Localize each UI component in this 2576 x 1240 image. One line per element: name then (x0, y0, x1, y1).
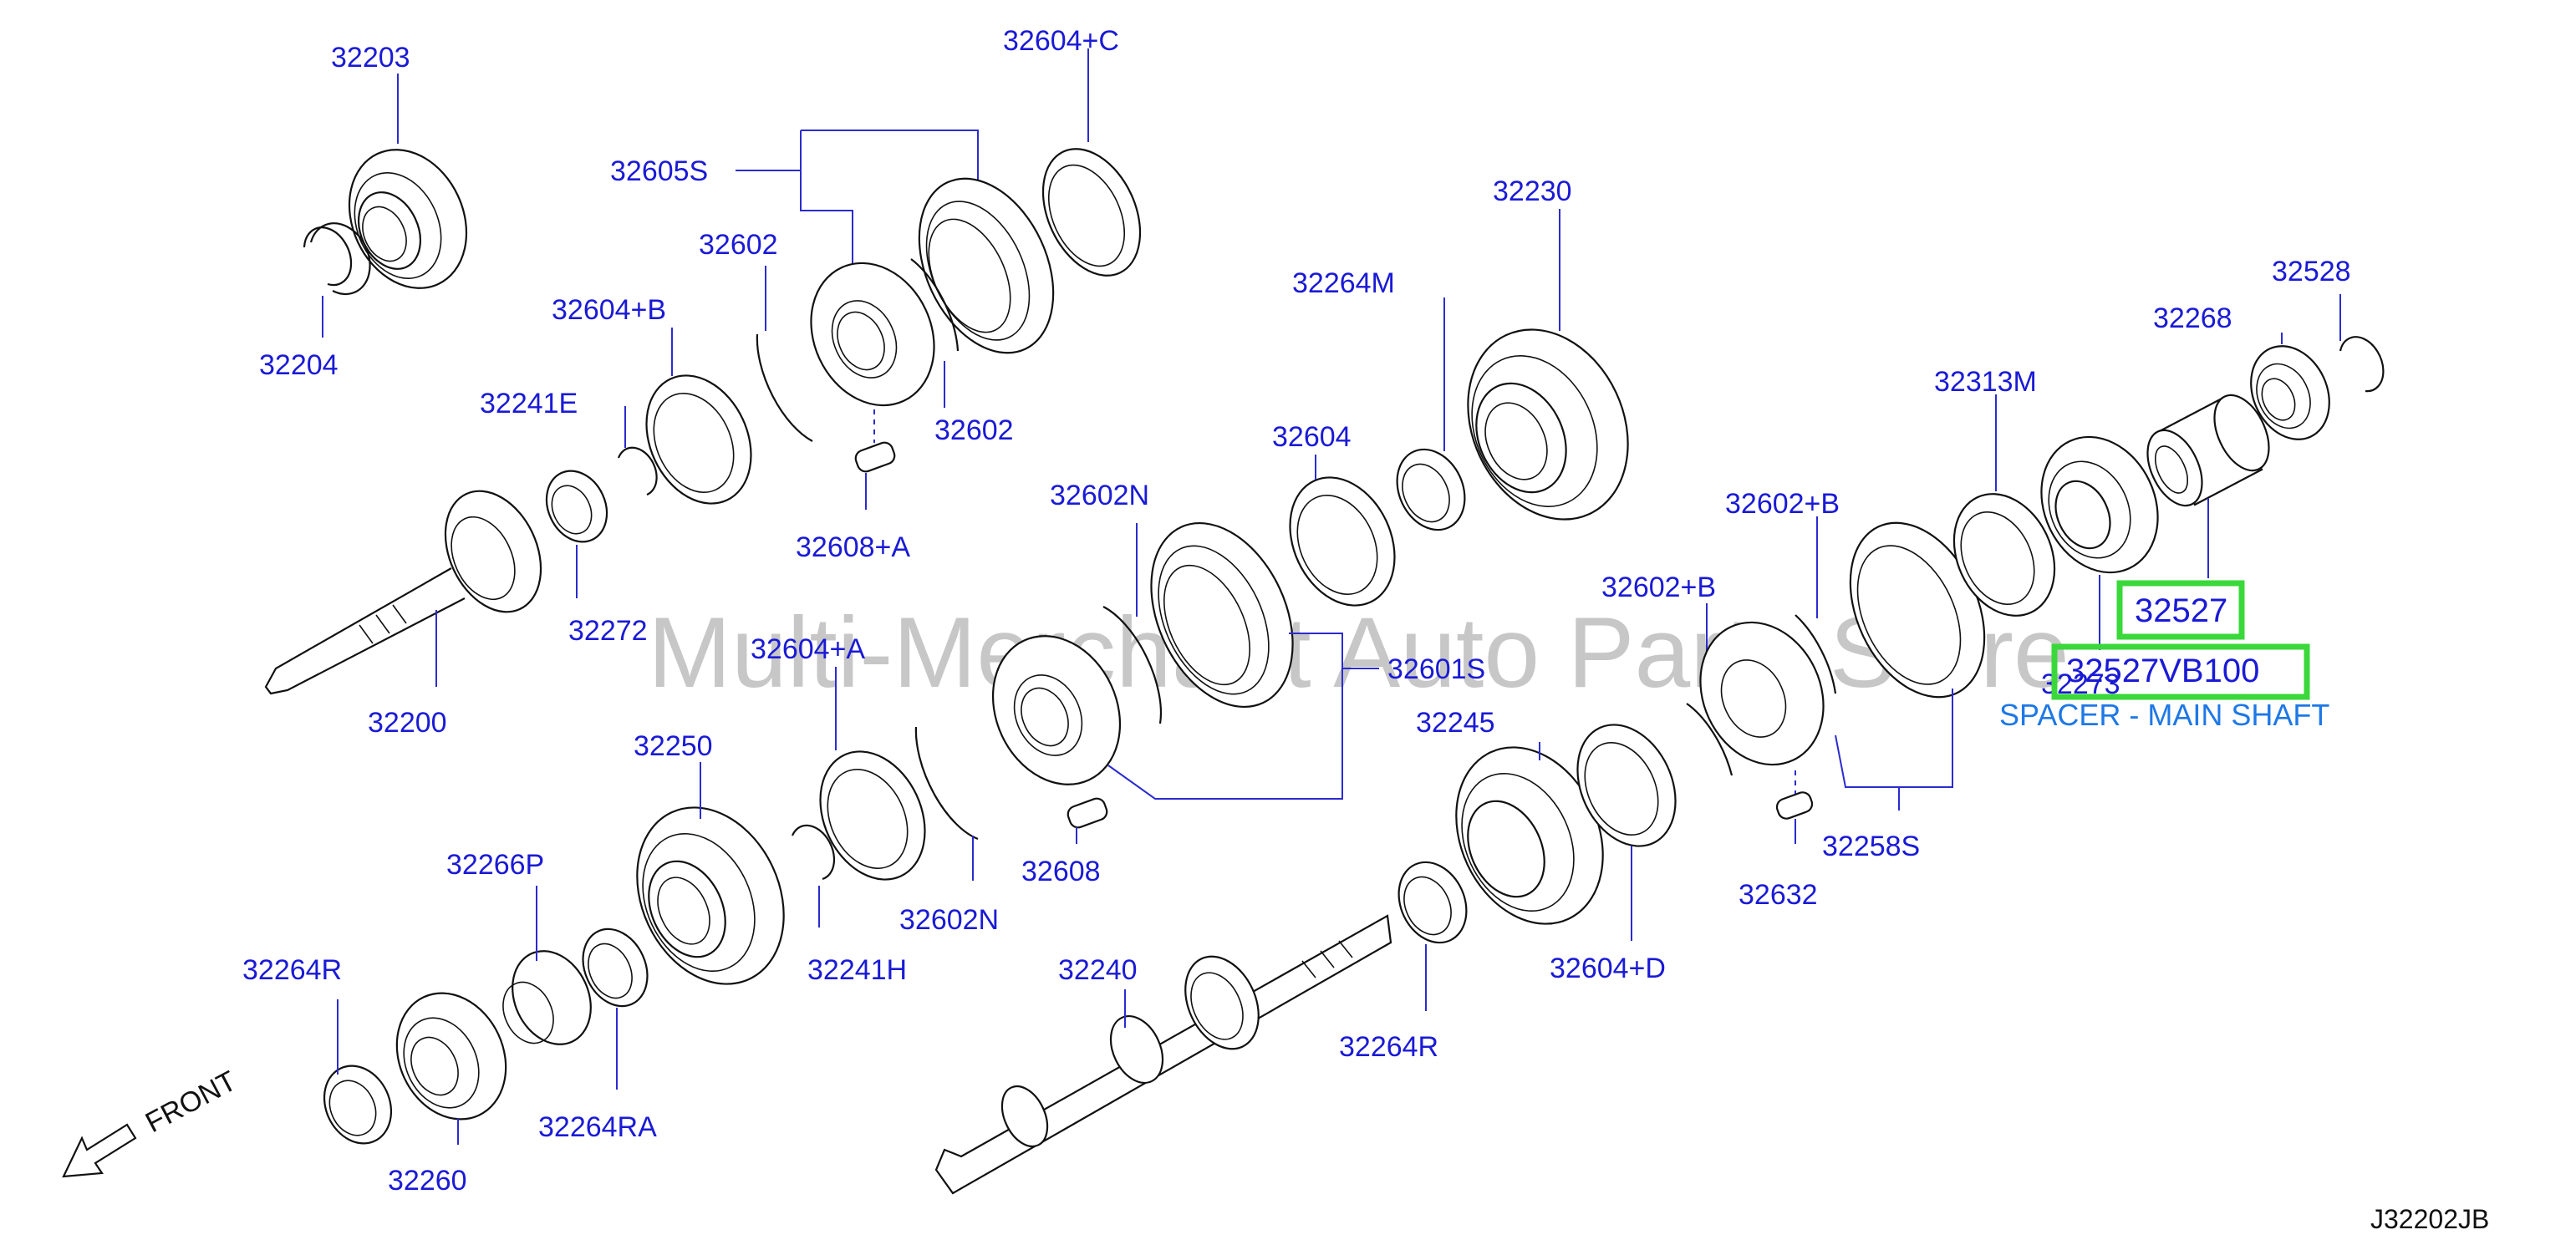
snap-ring-32528[interactable] (2339, 336, 2385, 393)
label-32313M[interactable]: 32313M (1934, 366, 2037, 398)
gear-32260[interactable] (377, 975, 526, 1137)
needle-bearing-32272[interactable] (536, 461, 619, 551)
label-32250[interactable]: 32250 (634, 730, 713, 762)
label-32604D[interactable]: 32604+D (1550, 953, 1666, 984)
coupling-sleeve-right[interactable] (1824, 501, 2010, 719)
label-32264R-bottom[interactable]: 32264R (1339, 1031, 1438, 1063)
label-32528[interactable]: 32528 (2272, 256, 2351, 287)
synchro-hub-upper[interactable] (788, 243, 956, 426)
synchro-ring-32604A[interactable] (801, 734, 945, 897)
label-32604B[interactable]: 32604+B (552, 294, 666, 326)
input-shaft-32200[interactable] (264, 475, 559, 695)
label-32204[interactable]: 32204 (259, 349, 339, 381)
synchro-hub-center[interactable] (970, 615, 1143, 805)
bearing-32273[interactable] (2020, 418, 2180, 592)
label-32241H[interactable]: 32241H (807, 954, 907, 986)
label-32632[interactable]: 32632 (1739, 879, 1818, 911)
label-32260[interactable]: 32260 (388, 1165, 467, 1197)
insert-key-32632[interactable] (1774, 790, 1815, 821)
label-32230[interactable]: 32230 (1493, 175, 1572, 207)
label-32203[interactable]: 32203 (331, 42, 410, 74)
label-32264RA[interactable]: 32264RA (538, 1111, 657, 1143)
label-32241E[interactable]: 32241E (480, 388, 578, 419)
label-32258S[interactable]: 32258S (1822, 831, 1920, 862)
label-32240[interactable]: 32240 (1058, 954, 1138, 986)
bearing-32203[interactable] (328, 130, 488, 307)
label-32264M[interactable]: 32264M (1292, 267, 1395, 299)
watermark: Multi-Merchant Auto Parts Store (648, 597, 2069, 709)
part-description: SPACER - MAIN SHAFT (1999, 698, 2329, 732)
label-32602-right[interactable]: 32602 (934, 414, 1014, 446)
label-32608[interactable]: 32608 (1021, 856, 1101, 887)
label-32264R-left[interactable]: 32264R (242, 954, 342, 986)
label-32602B-high[interactable]: 32602+B (1725, 488, 1840, 520)
label-32245[interactable]: 32245 (1416, 707, 1495, 739)
needle-bearing-32264RA[interactable] (571, 918, 659, 1016)
spacer-32527[interactable] (2136, 387, 2279, 515)
label-32266P[interactable]: 32266P (446, 849, 544, 881)
coupling-sleeve-center[interactable] (1123, 501, 1321, 730)
highlight-box-part-number (2051, 643, 2310, 700)
front-label: FRONT (140, 1065, 242, 1140)
synchro-ring-32604D[interactable] (1559, 709, 1694, 861)
synchro-hub-right[interactable] (1677, 602, 1845, 785)
gear-32230[interactable] (1438, 303, 1658, 546)
label-32605S[interactable]: 32605S (610, 155, 708, 187)
label-32272[interactable]: 32272 (568, 615, 648, 647)
drawing-code: J32202JB (2370, 1204, 2489, 1234)
coupling-sleeve-upper[interactable] (893, 157, 1079, 374)
needle-bearing-32264R-left[interactable] (312, 1055, 403, 1154)
bearing-32268[interactable] (2237, 333, 2344, 452)
gear-32245[interactable] (1428, 724, 1631, 948)
label-32602B-low[interactable]: 32602+B (1601, 572, 1716, 603)
highlight-box-32527 (2116, 580, 2245, 640)
label-32602-left[interactable]: 32602 (699, 229, 778, 261)
gear-32250[interactable] (609, 784, 812, 1009)
bushing-32266P[interactable] (494, 938, 606, 1057)
highlighted-part-32527[interactable]: 32527 (2135, 592, 2227, 629)
label-32604A[interactable]: 32604+A (751, 633, 865, 665)
needle-bearing-32264M[interactable] (1384, 439, 1477, 541)
highlighted-part-number[interactable]: 32527VB100 (2066, 653, 2259, 689)
label-32604C[interactable]: 32604+C (1003, 25, 1119, 57)
synchro-ring-32604[interactable] (1270, 460, 1415, 623)
label-32200[interactable]: 32200 (368, 707, 447, 739)
label-32602N-top[interactable]: 32602N (1050, 480, 1149, 511)
main-shaft-32240[interactable] (934, 914, 1392, 1195)
label-32602N-bottom[interactable]: 32602N (899, 904, 999, 936)
needle-bearing-32264R-bottom[interactable] (1386, 851, 1479, 954)
insert-key-32608A[interactable] (853, 440, 897, 474)
label-32608A[interactable]: 32608+A (796, 531, 910, 563)
label-32601S[interactable]: 32601S (1387, 653, 1485, 685)
label-32604[interactable]: 32604 (1272, 421, 1352, 453)
synchro-ring-32604B[interactable] (627, 358, 771, 521)
front-arrow-icon (62, 1123, 137, 1178)
ring-32313M[interactable] (1935, 477, 2074, 632)
snap-ring-32204[interactable] (303, 222, 371, 296)
synchro-ring-32604C[interactable] (1024, 134, 1159, 292)
insert-key-32608[interactable] (1066, 796, 1109, 830)
label-32268[interactable]: 32268 (2153, 302, 2232, 334)
